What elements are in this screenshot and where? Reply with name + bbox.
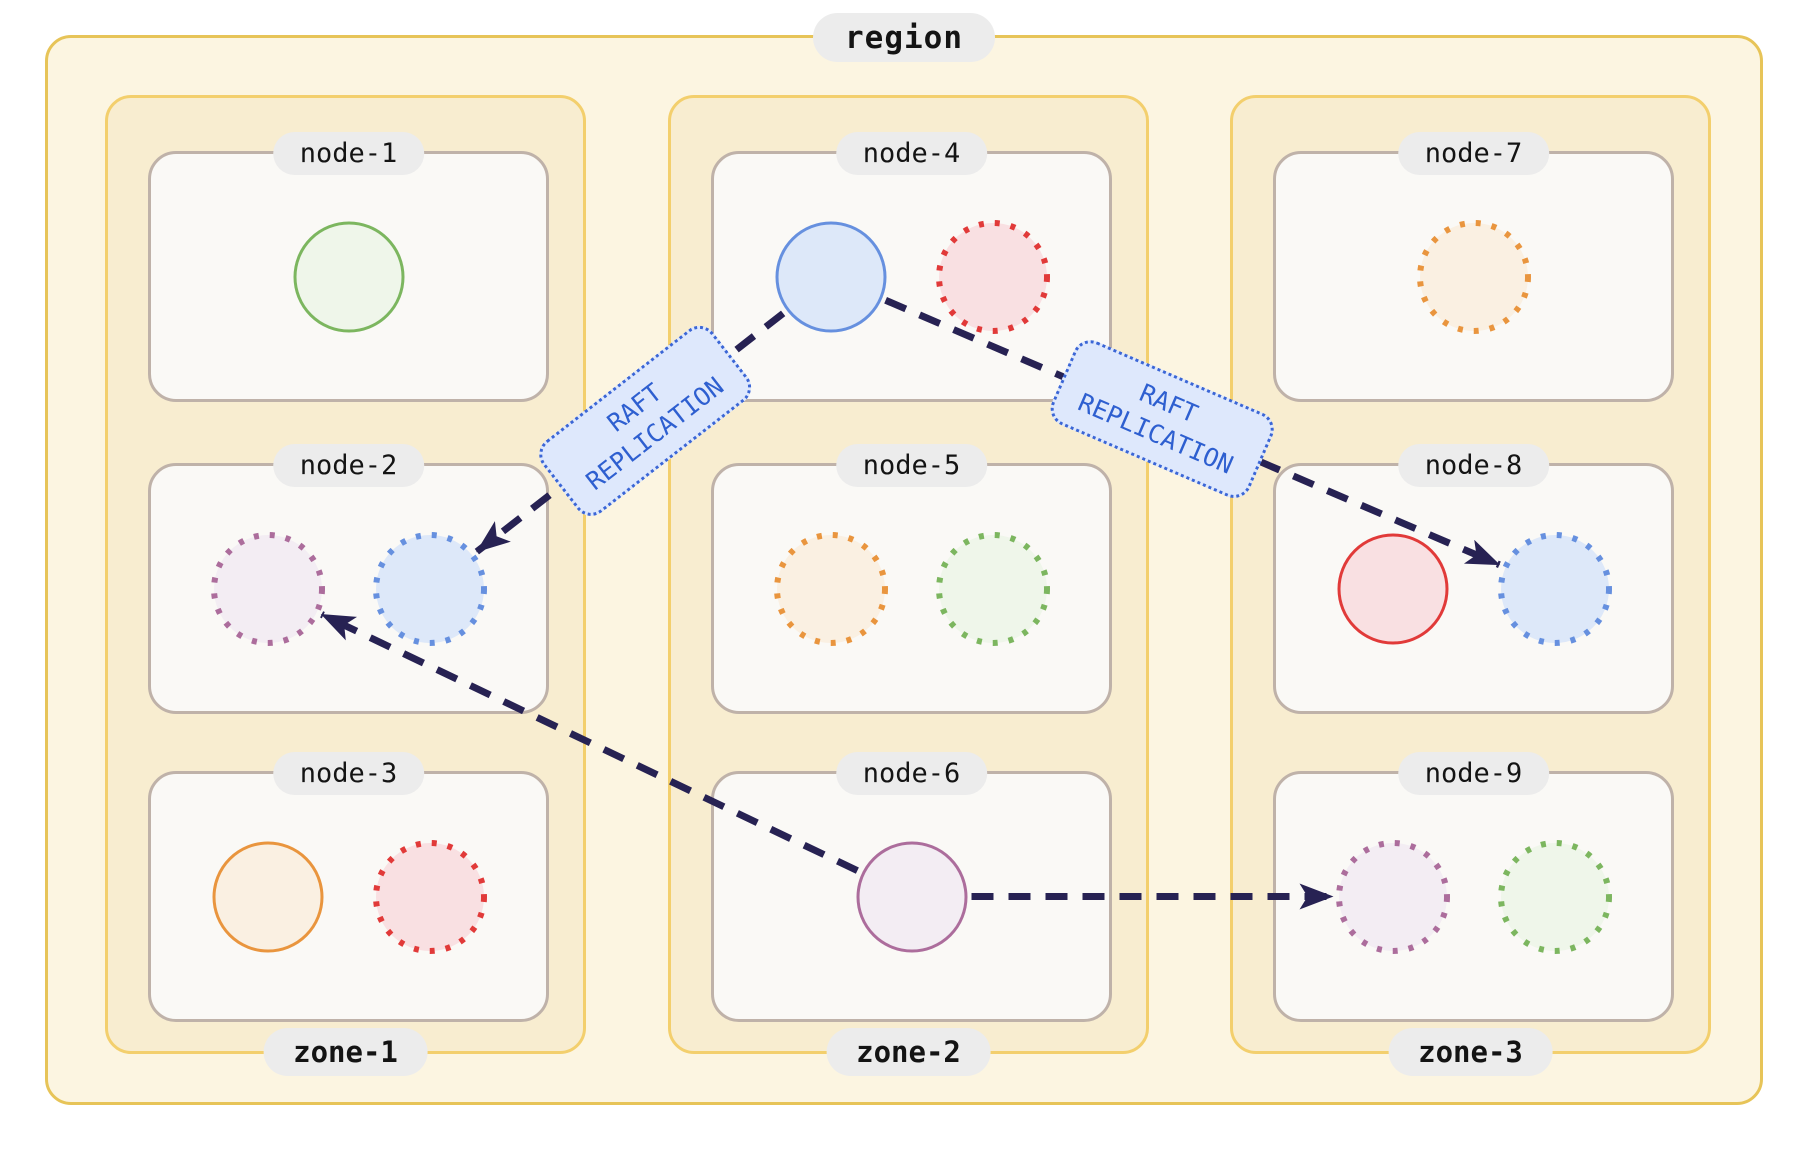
zone-box-zone-2: node-4 node-5 node-6 zone-2 (668, 95, 1149, 1076)
node-label-node-3: node-3 (272, 752, 425, 795)
node-box-node-3: node-3 (148, 752, 549, 1022)
zone-box-zone-1: node-1 node-2 node-3 zone-1 (105, 95, 586, 1076)
node-box-node-6: node-6 (711, 752, 1112, 1022)
node-box-node-4: node-4 (711, 132, 1112, 402)
region-label: region (813, 13, 995, 62)
node-label-node-4: node-4 (835, 132, 988, 175)
node-box-node-8: node-8 (1273, 444, 1674, 714)
replica-blue-dotted-circle (1497, 531, 1612, 646)
node-label-node-7: node-7 (1397, 132, 1550, 175)
replica-orange-dotted-circle (1416, 219, 1531, 334)
replica-red-solid-circle (1337, 533, 1448, 644)
replica-red-dotted-circle (935, 219, 1050, 334)
replica-blue-solid-circle (775, 221, 886, 332)
node-label-node-2: node-2 (272, 444, 425, 487)
node-box-node-7: node-7 (1273, 132, 1674, 402)
zone-label-zone-1: zone-1 (263, 1028, 428, 1076)
node-label-node-6: node-6 (835, 752, 988, 795)
node-box-node-5: node-5 (711, 444, 1112, 714)
zone-label-zone-3: zone-3 (1388, 1028, 1553, 1076)
replica-purple-dotted-circle (210, 531, 325, 646)
node-label-node-8: node-8 (1397, 444, 1550, 487)
replica-purple-dotted-circle (1335, 839, 1450, 954)
node-label-node-5: node-5 (835, 444, 988, 487)
node-box-node-9: node-9 (1273, 752, 1674, 1022)
replica-purple-solid-circle (856, 841, 967, 952)
node-box-node-2: node-2 (148, 444, 549, 714)
replica-green-solid-circle (293, 221, 404, 332)
node-box-node-1: node-1 (148, 132, 549, 402)
replica-green-dotted-circle (1497, 839, 1612, 954)
node-label-node-1: node-1 (272, 132, 425, 175)
replica-blue-dotted-circle (372, 531, 487, 646)
zone-label-zone-2: zone-2 (826, 1028, 991, 1076)
zone-box-zone-3: node-7 node-8 node-9 zone-3 (1230, 95, 1711, 1076)
replica-red-dotted-circle (372, 839, 487, 954)
replica-orange-dotted-circle (773, 531, 888, 646)
node-label-node-9: node-9 (1397, 752, 1550, 795)
replica-green-dotted-circle (935, 531, 1050, 646)
replica-orange-solid-circle (212, 841, 323, 952)
